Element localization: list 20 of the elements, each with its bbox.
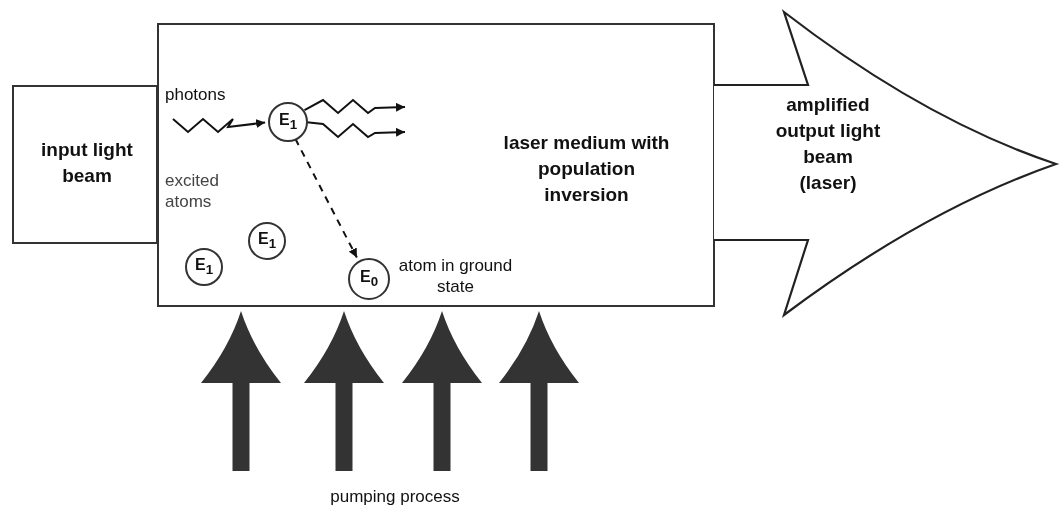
photon-arrow: [172, 117, 267, 134]
energy-level-label: E$_{1}$: [194, 256, 214, 278]
output-beam-arrow: [714, 10, 1058, 316]
atom-circle: [248, 222, 286, 260]
caption-text: pumping process: [329, 486, 461, 507]
energy-level-label: E$_{0}$: [359, 268, 379, 290]
atom-circle: [348, 258, 390, 300]
atom-circle: [185, 248, 223, 286]
annotation-text: photons: [165, 84, 227, 105]
node-caption: atom in ground state: [397, 255, 514, 297]
atom-circle: [268, 102, 308, 142]
annotation-text: excited atoms: [165, 170, 220, 212]
node-label: laser medium with population inversion: [502, 131, 671, 207]
input-beam-box: [12, 85, 158, 244]
energy-level-label: E$_{1}$: [257, 230, 277, 252]
energy-level-label: E$_{1}$: [278, 111, 298, 133]
node-label: amplified output light beam (laser): [774, 93, 882, 195]
node-label: input light beam: [40, 138, 134, 188]
photon-arrow: [303, 98, 406, 115]
laser-medium-box: [157, 23, 715, 307]
